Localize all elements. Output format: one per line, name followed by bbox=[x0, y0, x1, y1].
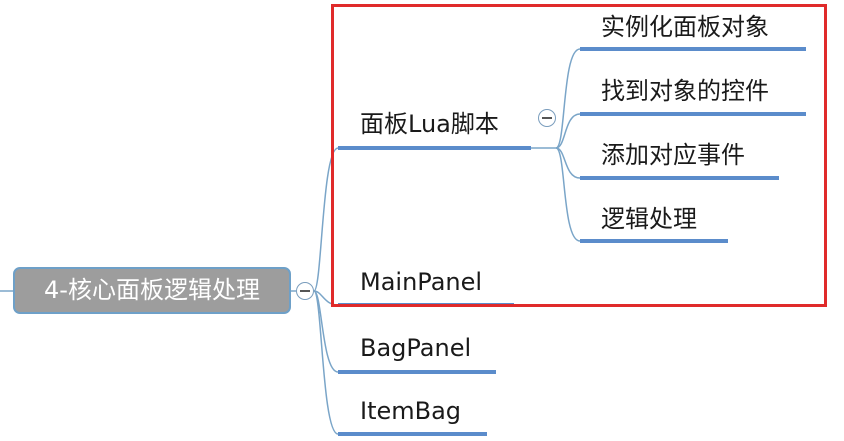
connector-to-instantiate bbox=[555, 48, 581, 149]
topic-bagpanel-underline bbox=[338, 370, 496, 374]
root-topic[interactable]: 4-核心面板逻辑处理 bbox=[13, 267, 291, 314]
subtopic-instantiate-panel-underline bbox=[580, 47, 806, 51]
topic-mainpanel[interactable]: MainPanel bbox=[360, 268, 483, 296]
root-collapse-button[interactable] bbox=[296, 282, 314, 300]
connector-to-logic bbox=[555, 147, 581, 242]
subtopic-add-events-underline bbox=[580, 176, 779, 180]
subtopic-find-controls-underline bbox=[580, 112, 806, 116]
topic-itembag[interactable]: ItemBag bbox=[360, 397, 462, 425]
subtopic-find-controls[interactable]: 找到对象的控件 bbox=[601, 77, 769, 105]
lua-script-collapse-button[interactable] bbox=[538, 109, 556, 127]
subtopic-logic-underline bbox=[580, 239, 728, 243]
topic-bagpanel[interactable]: BagPanel bbox=[360, 334, 472, 362]
highlight-box bbox=[331, 4, 827, 307]
connector-to-find-controls bbox=[555, 113, 581, 149]
topic-itembag-underline bbox=[338, 432, 487, 436]
connector-to-itembag bbox=[313, 290, 339, 435]
subtopic-logic[interactable]: 逻辑处理 bbox=[601, 205, 697, 233]
subtopic-add-events[interactable]: 添加对应事件 bbox=[601, 141, 745, 169]
topic-lua-script-underline bbox=[338, 146, 531, 150]
subtopic-instantiate-panel[interactable]: 实例化面板对象 bbox=[601, 13, 769, 41]
topic-lua-script[interactable]: 面板Lua脚本 bbox=[360, 110, 499, 138]
